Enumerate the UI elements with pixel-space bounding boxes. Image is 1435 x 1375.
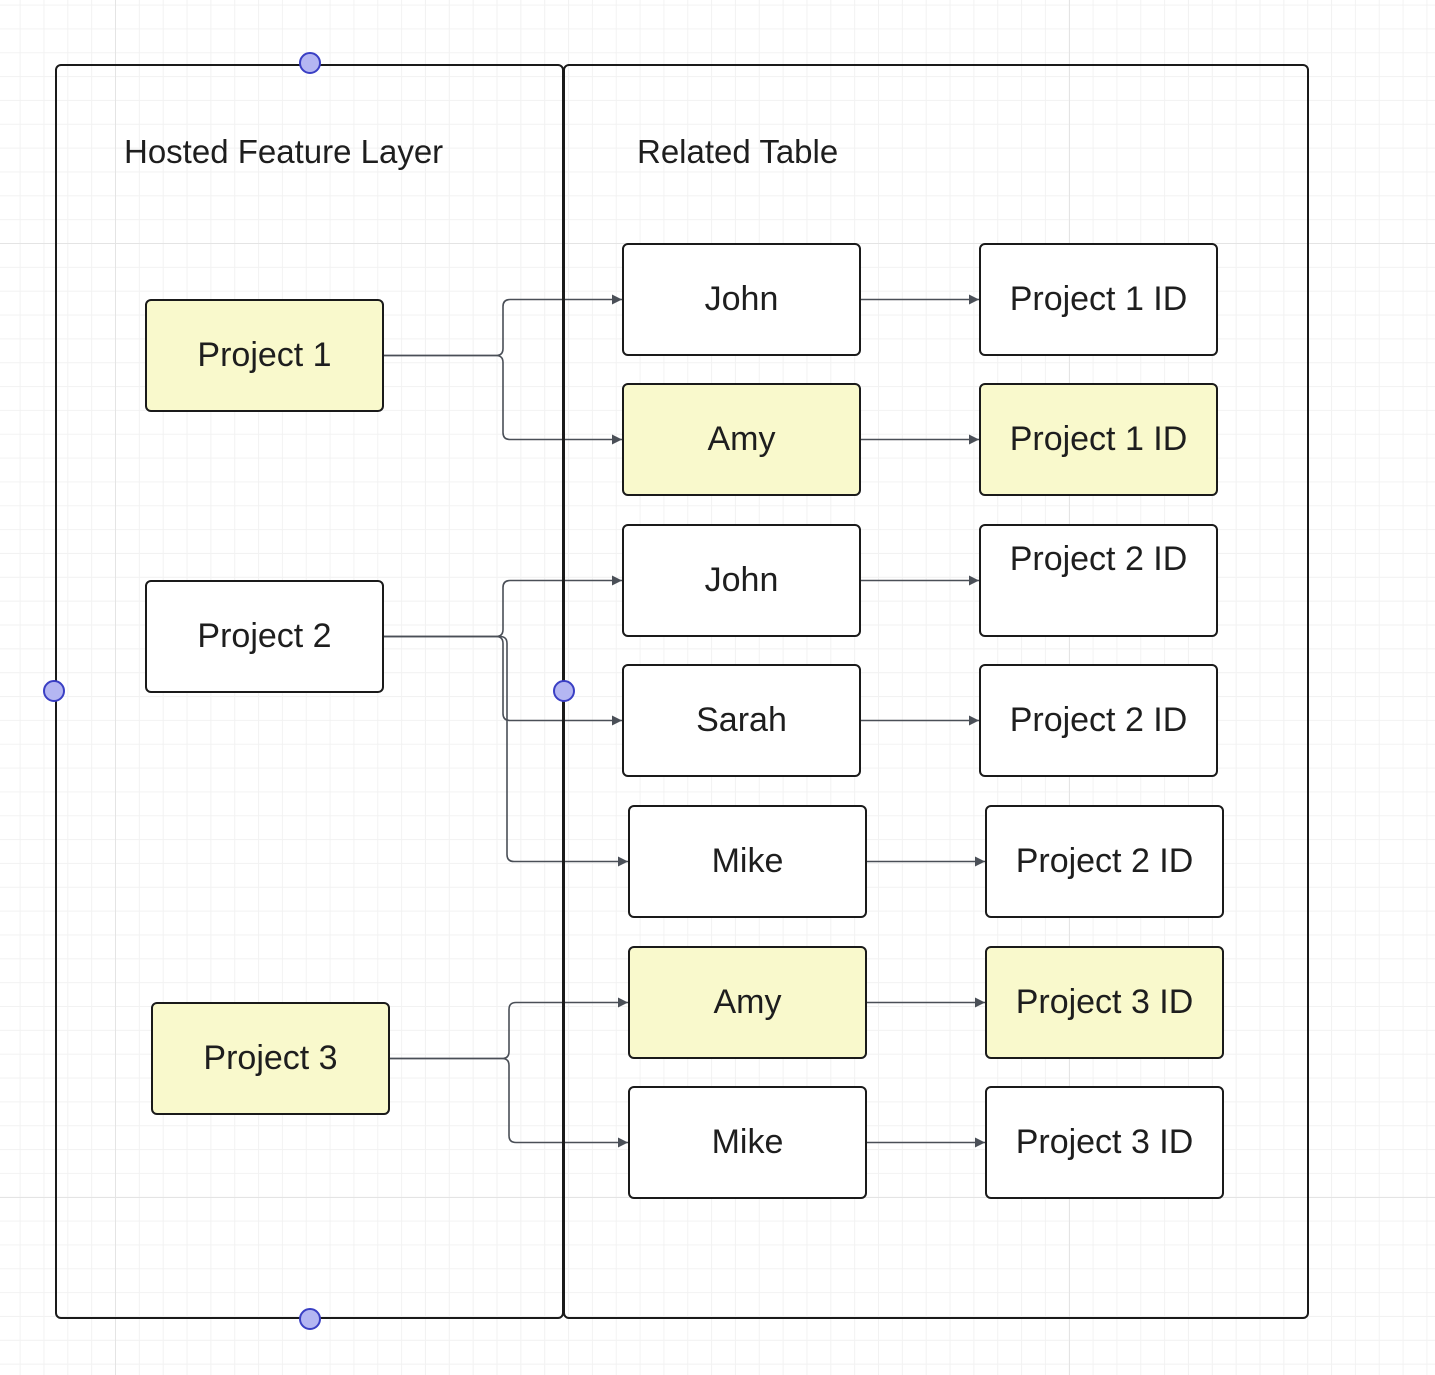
person-node-john-project-2[interactable]: John [622, 524, 861, 637]
project-id-node-1a[interactable]: Project 1 ID [979, 243, 1218, 356]
project-id-node-2a[interactable]: Project 2 ID [979, 524, 1218, 637]
project-3-node[interactable]: Project 3 [151, 1002, 390, 1115]
person-node-sarah-project-2[interactable]: Sarah [622, 664, 861, 777]
person-node-mike-project-3[interactable]: Mike [628, 1086, 867, 1199]
resize-handle-bottom[interactable] [299, 1308, 321, 1330]
project-id-node-2c[interactable]: Project 2 ID [985, 805, 1224, 918]
project-id-node-3b[interactable]: Project 3 ID [985, 1086, 1224, 1199]
person-node-mike-project-2[interactable]: Mike [628, 805, 867, 918]
project-2-node[interactable]: Project 2 [145, 580, 384, 693]
hosted-feature-layer-title: Hosted Feature Layer [124, 133, 444, 170]
person-node-amy-project-1[interactable]: Amy [622, 383, 861, 496]
project-id-node-1b[interactable]: Project 1 ID [979, 383, 1218, 496]
resize-handle-top[interactable] [299, 52, 321, 74]
related-table-title: Related Table [637, 133, 839, 170]
project-id-node-2b[interactable]: Project 2 ID [979, 664, 1218, 777]
person-node-amy-project-3[interactable]: Amy [628, 946, 867, 1059]
project-1-node[interactable]: Project 1 [145, 299, 384, 412]
person-node-john-project-1[interactable]: John [622, 243, 861, 356]
resize-handle-left[interactable] [43, 680, 65, 702]
resize-handle-right[interactable] [553, 680, 575, 702]
project-id-node-3a[interactable]: Project 3 ID [985, 946, 1224, 1059]
